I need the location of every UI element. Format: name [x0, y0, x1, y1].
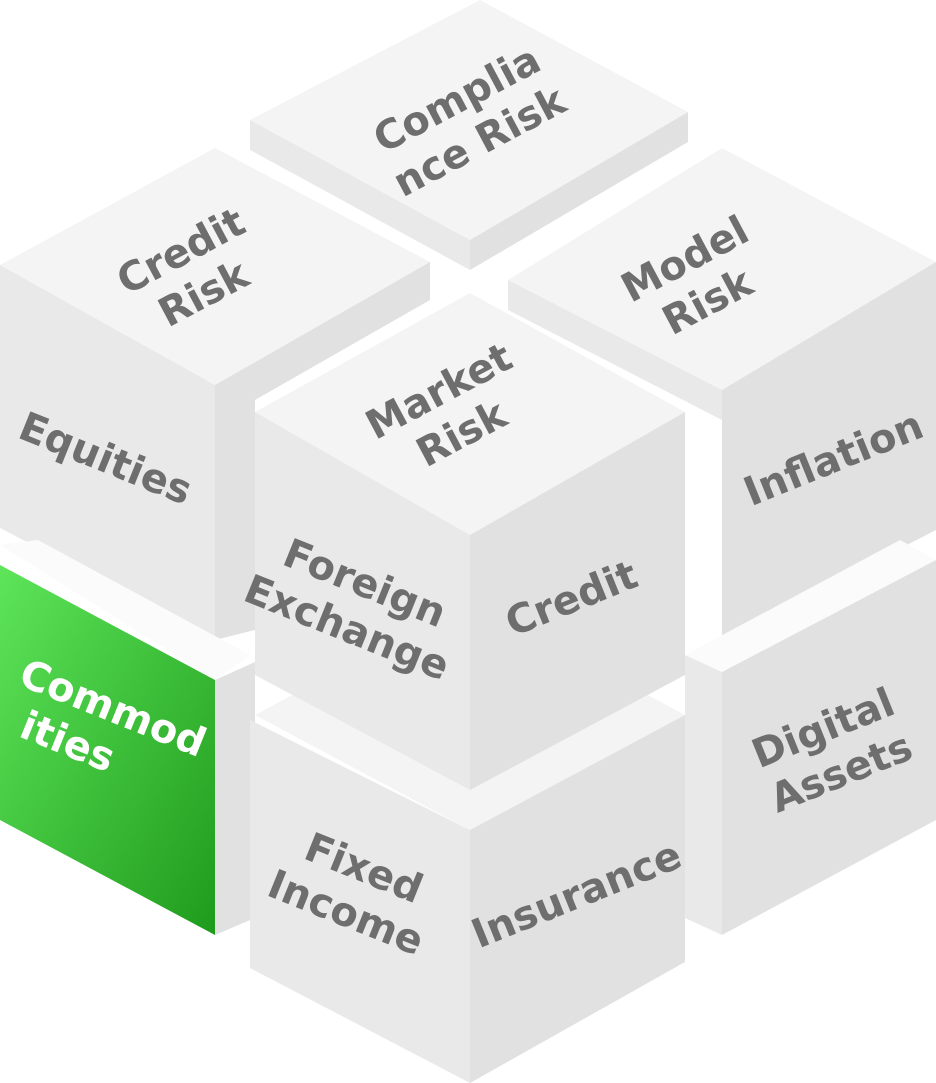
cube-compliance-risk[interactable]: Complia nce Risk: [250, 0, 688, 270]
cube-model-risk[interactable]: Model Risk Inflation: [508, 148, 936, 640]
cube-market-risk[interactable]: Market Risk Foreign Exchange Credit: [238, 293, 685, 790]
cube-commodities[interactable]: Commod ities: [0, 540, 255, 935]
cube-credit-risk[interactable]: Credit Risk Equities: [0, 148, 430, 640]
cube-digital-assets[interactable]: Digital Assets: [685, 540, 936, 935]
